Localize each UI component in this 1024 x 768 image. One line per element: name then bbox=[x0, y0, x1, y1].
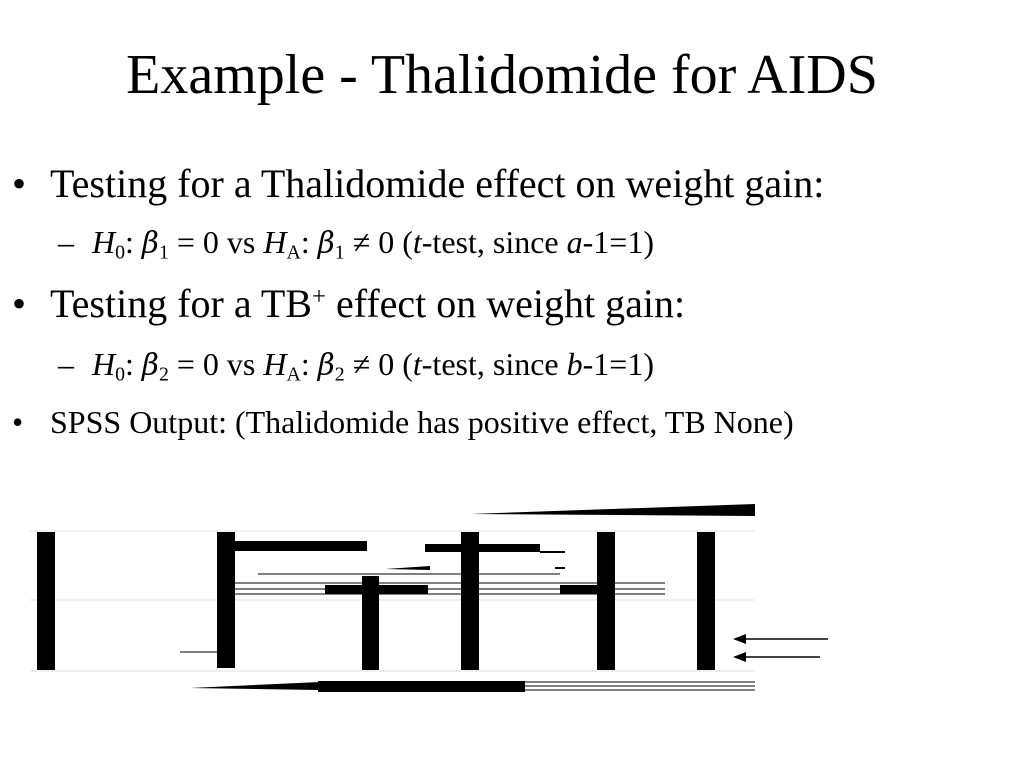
var-symbol: b bbox=[566, 346, 583, 382]
ha-symbol: H bbox=[263, 346, 287, 382]
bullet-dot: • bbox=[12, 161, 27, 206]
hypothesis-beta1: – H0: β1 = 0 vs HA: β1 ≠ 0 (t-test, sinc… bbox=[58, 222, 654, 263]
ha-subscript: A bbox=[286, 363, 301, 386]
h-subscript: 0 bbox=[115, 241, 126, 264]
slide-title: Example - Thalidomide for AIDS bbox=[126, 44, 878, 106]
bullet-text: SPSS Output: (Thalidomide has positive e… bbox=[50, 404, 794, 440]
h-symbol: H bbox=[92, 224, 116, 260]
hypothesis-text: H0: β1 = 0 vs HA: β1 ≠ 0 (t-test, since … bbox=[92, 224, 654, 262]
hypothesis-beta2: – H0: β2 = 0 vs HA: β2 ≠ 0 (t-test, sinc… bbox=[58, 344, 654, 385]
beta-symbol: β bbox=[141, 226, 159, 260]
beta-subscript: 2 bbox=[158, 363, 169, 386]
beta-subscript: 2 bbox=[334, 363, 345, 386]
vertical-bar bbox=[597, 532, 615, 670]
df-text: -1=1) bbox=[582, 346, 654, 382]
t-symbol: t bbox=[412, 346, 422, 382]
bullet-spss-output: • SPSS Output: (Thalidomide has positive… bbox=[12, 402, 794, 442]
horizontal-bar bbox=[217, 541, 367, 551]
vertical-bar bbox=[362, 576, 379, 670]
bullet-thalidomide-effect: • Testing for a Thalidomide effect on we… bbox=[12, 160, 824, 208]
arrow-icon bbox=[733, 652, 820, 662]
h-subscript: 0 bbox=[115, 363, 126, 386]
colon: : bbox=[300, 224, 318, 260]
spss-output-table-image bbox=[30, 504, 828, 692]
vertical-bar bbox=[697, 532, 715, 670]
bullet-text: Testing for a TB+ effect on weight gain: bbox=[50, 281, 685, 326]
superscript-plus: + bbox=[311, 283, 326, 311]
not-equals-zero: ≠ 0 ( bbox=[344, 346, 413, 382]
bullet-dot: • bbox=[12, 404, 24, 440]
h-symbol: H bbox=[92, 346, 116, 382]
bullet-text-pre: Testing for a TB bbox=[50, 281, 312, 326]
hypothesis-text: H0: β2 = 0 vs HA: β2 ≠ 0 (t-test, since … bbox=[92, 346, 654, 384]
ha-subscript: A bbox=[286, 241, 301, 264]
equals-zero-vs: = 0 vs bbox=[168, 346, 264, 382]
arrow-icon bbox=[733, 634, 828, 644]
df-text: -1=1) bbox=[582, 224, 654, 260]
beta-symbol: β bbox=[141, 348, 159, 382]
beta-symbol: β bbox=[317, 348, 335, 382]
tapered-bar bbox=[385, 566, 430, 570]
bullet-tb-effect: • Testing for a TB+ effect on weight gai… bbox=[12, 280, 685, 328]
colon: : bbox=[125, 224, 142, 260]
vertical-bar bbox=[217, 532, 235, 668]
dash-mark: – bbox=[58, 346, 74, 382]
tapered-bar bbox=[190, 682, 320, 690]
test-since: -test, since bbox=[421, 346, 567, 382]
beta-subscript: 1 bbox=[158, 241, 169, 264]
dash-mark: – bbox=[58, 224, 74, 260]
ha-symbol: H bbox=[263, 224, 287, 260]
horizontal-bar bbox=[425, 544, 540, 552]
test-since: -test, since bbox=[421, 224, 567, 260]
colon: : bbox=[300, 346, 318, 382]
vertical-bar bbox=[37, 532, 55, 670]
t-symbol: t bbox=[412, 224, 422, 260]
colon: : bbox=[125, 346, 142, 382]
bullet-text: Testing for a Thalidomide effect on weig… bbox=[50, 161, 825, 206]
tapered-bar bbox=[470, 504, 755, 516]
var-symbol: a bbox=[566, 224, 583, 260]
bullet-dot: • bbox=[12, 281, 27, 326]
horizontal-bar bbox=[318, 681, 525, 692]
bullet-text-post: effect on weight gain: bbox=[325, 281, 686, 326]
beta-subscript: 1 bbox=[334, 241, 345, 264]
equals-zero-vs: = 0 vs bbox=[168, 224, 264, 260]
not-equals-zero: ≠ 0 ( bbox=[344, 224, 413, 260]
beta-symbol: β bbox=[317, 226, 335, 260]
vertical-bar bbox=[461, 532, 479, 670]
